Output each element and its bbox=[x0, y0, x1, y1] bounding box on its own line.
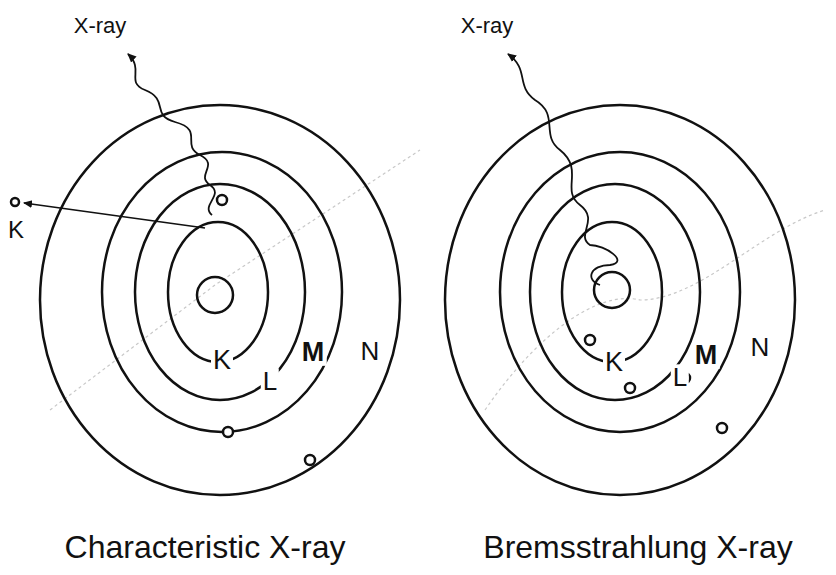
shell-label: M bbox=[693, 341, 720, 369]
xray-label: X-ray bbox=[72, 14, 129, 37]
electron-label: K bbox=[6, 217, 26, 242]
shell-label: K bbox=[211, 346, 233, 374]
shell-label: M bbox=[300, 338, 327, 366]
caption-label: Bremsstrahlung X-ray bbox=[481, 531, 794, 565]
shell-label: N bbox=[359, 338, 382, 365]
xray-label: X-ray bbox=[459, 14, 516, 37]
shell-label: L bbox=[261, 368, 279, 395]
shell-label: N bbox=[749, 334, 772, 361]
shell-label: K bbox=[603, 348, 625, 376]
shell-label: L bbox=[671, 364, 689, 391]
caption-label: Characteristic X-ray bbox=[63, 531, 348, 565]
